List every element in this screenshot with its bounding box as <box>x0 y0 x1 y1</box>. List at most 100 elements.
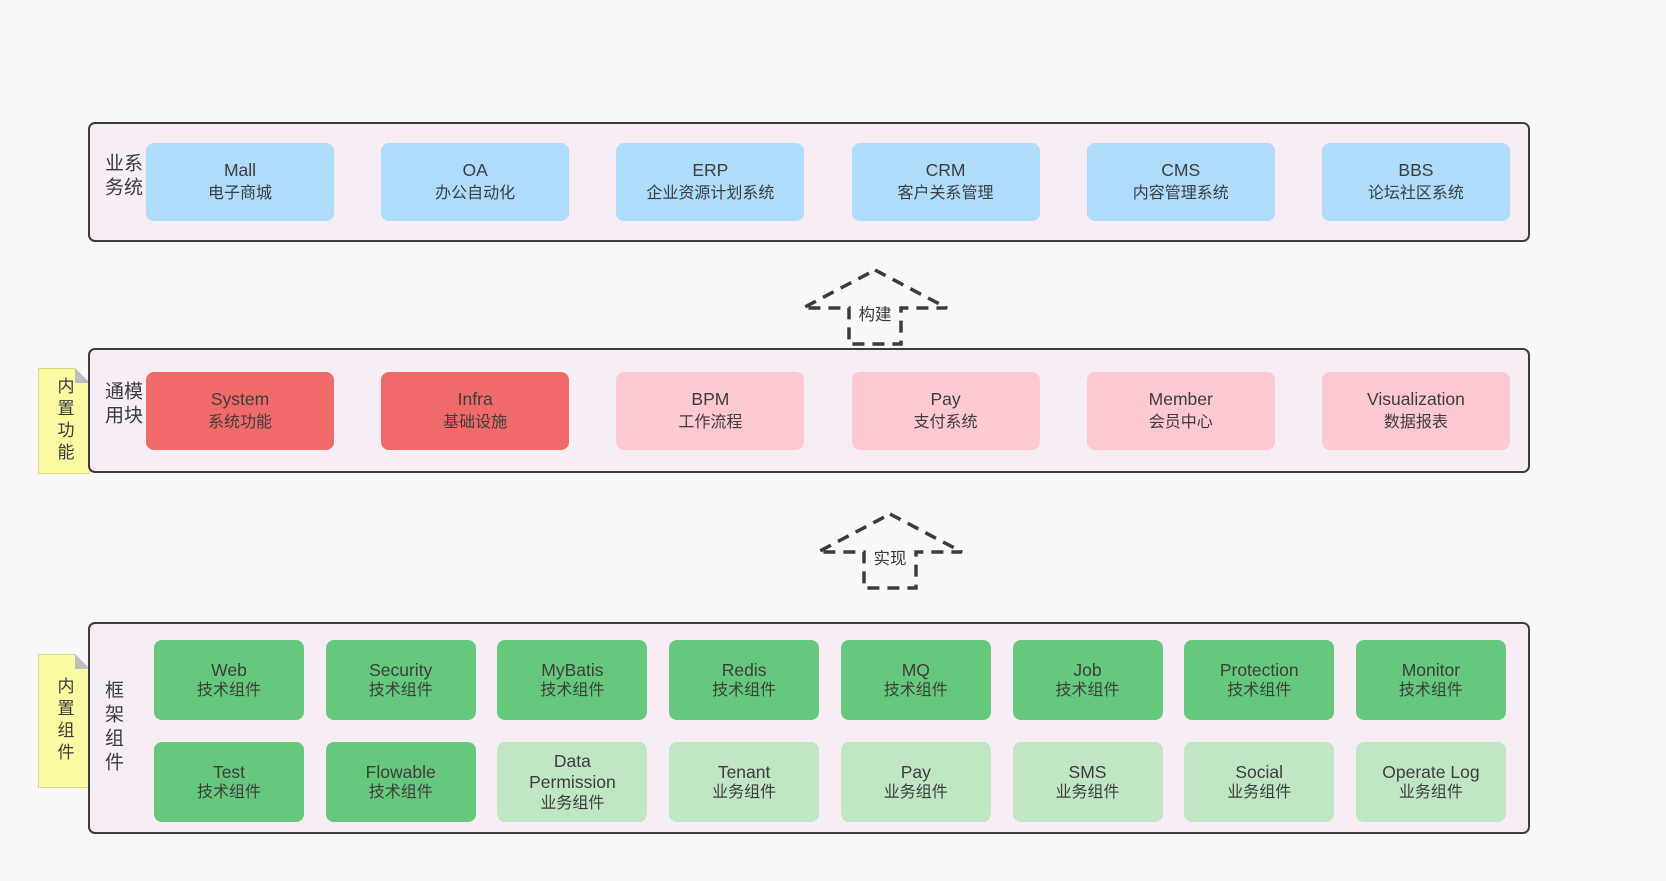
business-box-row: Mall 电子商城 OA 办公自动化 ERP 企业资源计划系统 CRM 客户关系… <box>146 143 1510 221</box>
box-title: Flowable <box>365 761 436 782</box>
box-mq: MQ 技术组件 <box>840 640 991 720</box>
box-subtitle: 技术组件 <box>1227 681 1292 699</box>
components-row-1: Web 技术组件 Security 技术组件 MyBatis 技术组件 Redi… <box>154 640 1506 720</box>
box-title: MQ <box>901 659 930 680</box>
box-infra: Infra 基础设施 <box>381 371 570 450</box>
box-title: CRM <box>925 160 966 181</box>
panel-label-components: 框架组件 <box>102 680 123 776</box>
box-subtitle: 办公自动化 <box>435 185 516 203</box>
box-title: ERP <box>692 160 729 181</box>
box-title: Job <box>1073 659 1102 680</box>
box-title: Test <box>212 761 246 782</box>
box-subtitle: 客户关系管理 <box>897 185 994 203</box>
box-subtitle: 技术组件 <box>196 783 261 801</box>
box-security: Security 技术组件 <box>325 640 476 720</box>
implement-arrow-label: 实现 <box>870 549 910 570</box>
box-mybatis: MyBatis 技术组件 <box>497 640 648 720</box>
box-tenant: Tenant 业务组件 <box>669 742 820 822</box>
box-flowable: Flowable 技术组件 <box>325 742 476 822</box>
box-member: Member 会员中心 <box>1086 371 1275 450</box>
box-subtitle: 技术组件 <box>1055 681 1120 699</box>
box-subtitle: 基础设施 <box>443 413 508 431</box>
sticky-note-builtin-components: 内置组件 <box>38 654 90 788</box>
box-redis: Redis 技术组件 <box>669 640 820 720</box>
box-crm: CRM 客户关系管理 <box>851 143 1040 221</box>
box-web: Web 技术组件 <box>154 640 304 720</box>
box-subtitle: 数据报表 <box>1383 413 1448 431</box>
framework-components-panel: 框架组件 Web 技术组件 Security 技术组件 MyBatis 技术组件… <box>88 622 1530 834</box>
box-title: Monitor <box>1401 659 1461 680</box>
build-arrow: 构建 <box>800 268 950 346</box>
sticky-note-text: 内置功能 <box>54 377 74 465</box>
sticky-note-builtin-features: 内置功能 <box>38 368 90 474</box>
box-subtitle: 技术组件 <box>883 681 948 699</box>
box-title: Social <box>1235 761 1284 782</box>
box-subtitle: 业务组件 <box>1055 783 1120 801</box>
box-subtitle: 支付系统 <box>913 413 978 431</box>
box-protection: Protection 技术组件 <box>1184 640 1335 720</box>
box-title: Data Permission <box>529 750 616 793</box>
box-title: Protection <box>1219 659 1299 680</box>
sticky-note-text: 内置组件 <box>54 677 74 765</box>
box-job: Job 技术组件 <box>1012 640 1163 720</box>
box-subtitle: 业务组件 <box>712 783 777 801</box>
box-title: Mall <box>223 160 257 181</box>
box-title: Tenant <box>717 761 771 782</box>
box-bbs: BBS 论坛社区系统 <box>1321 143 1510 221</box>
box-mall: Mall 电子商城 <box>146 143 334 221</box>
box-subtitle: 电子商城 <box>207 185 272 203</box>
box-title: Pay <box>900 761 931 782</box>
box-subtitle: 论坛社区系统 <box>1367 185 1464 203</box>
box-sms: SMS 业务组件 <box>1012 742 1163 822</box>
box-title: System <box>210 388 270 409</box>
box-operate-log: Operate Log 业务组件 <box>1355 742 1506 822</box>
box-title: MyBatis <box>541 659 604 680</box>
box-title: Member <box>1148 388 1213 409</box>
box-title: Pay <box>930 388 961 409</box>
box-title: SMS <box>1068 761 1107 782</box>
components-row-2: Test 技术组件 Flowable 技术组件 Data Permission … <box>154 742 1506 822</box>
build-arrow-label: 构建 <box>855 305 895 326</box>
box-erp: ERP 企业资源计划系统 <box>616 143 805 221</box>
box-title: OA <box>462 160 488 181</box>
box-subtitle: 技术组件 <box>540 681 605 699</box>
business-systems-panel: 业务系统 Mall 电子商城 OA 办公自动化 ERP 企业资源计划系统 CRM… <box>88 122 1530 242</box>
box-pay: Pay 支付系统 <box>851 371 1040 450</box>
box-bpm: BPM 工作流程 <box>616 371 805 450</box>
box-subtitle: 系统功能 <box>207 413 272 431</box>
box-social: Social 业务组件 <box>1184 742 1335 822</box>
box-subtitle: 业务组件 <box>540 794 605 812</box>
box-test: Test 技术组件 <box>154 742 304 822</box>
box-title: Redis <box>721 659 767 680</box>
box-title: BPM <box>691 388 730 409</box>
box-title: Operate Log <box>1382 761 1480 782</box>
box-title: Web <box>211 659 247 680</box>
box-subtitle: 技术组件 <box>368 783 433 801</box>
box-visualization: Visualization 数据报表 <box>1321 371 1510 450</box>
panel-label-modules: 通用模块 <box>102 380 142 429</box>
box-oa: OA 办公自动化 <box>381 143 570 221</box>
box-monitor: Monitor 技术组件 <box>1355 640 1506 720</box>
box-title: BBS <box>1398 160 1434 181</box>
box-system: System 系统功能 <box>146 371 334 450</box>
box-subtitle: 技术组件 <box>1398 681 1463 699</box>
box-subtitle: 业务组件 <box>1398 783 1463 801</box>
box-subtitle: 会员中心 <box>1148 413 1213 431</box>
modules-box-row: System 系统功能 Infra 基础设施 BPM 工作流程 Pay 支付系统… <box>146 371 1510 450</box>
box-subtitle: 业务组件 <box>883 783 948 801</box>
common-modules-panel: 通用模块 System 系统功能 Infra 基础设施 BPM 工作流程 Pay… <box>88 348 1530 473</box>
panel-label-business: 业务系统 <box>102 153 142 201</box>
box-title: Infra <box>457 388 493 409</box>
box-cms: CMS 内容管理系统 <box>1086 143 1275 221</box>
implement-arrow: 实现 <box>815 512 965 590</box>
box-subtitle: 内容管理系统 <box>1132 185 1229 203</box>
box-data-permission: Data Permission 业务组件 <box>497 742 648 822</box>
box-title: CMS <box>1161 160 1201 181</box>
box-subtitle: 技术组件 <box>712 681 777 699</box>
box-title: Visualization <box>1366 388 1465 409</box>
box-subtitle: 企业资源计划系统 <box>646 185 775 203</box>
box-subtitle: 工作流程 <box>678 413 743 431</box>
box-subtitle: 技术组件 <box>368 681 433 699</box>
box-title: Security <box>369 659 433 680</box>
